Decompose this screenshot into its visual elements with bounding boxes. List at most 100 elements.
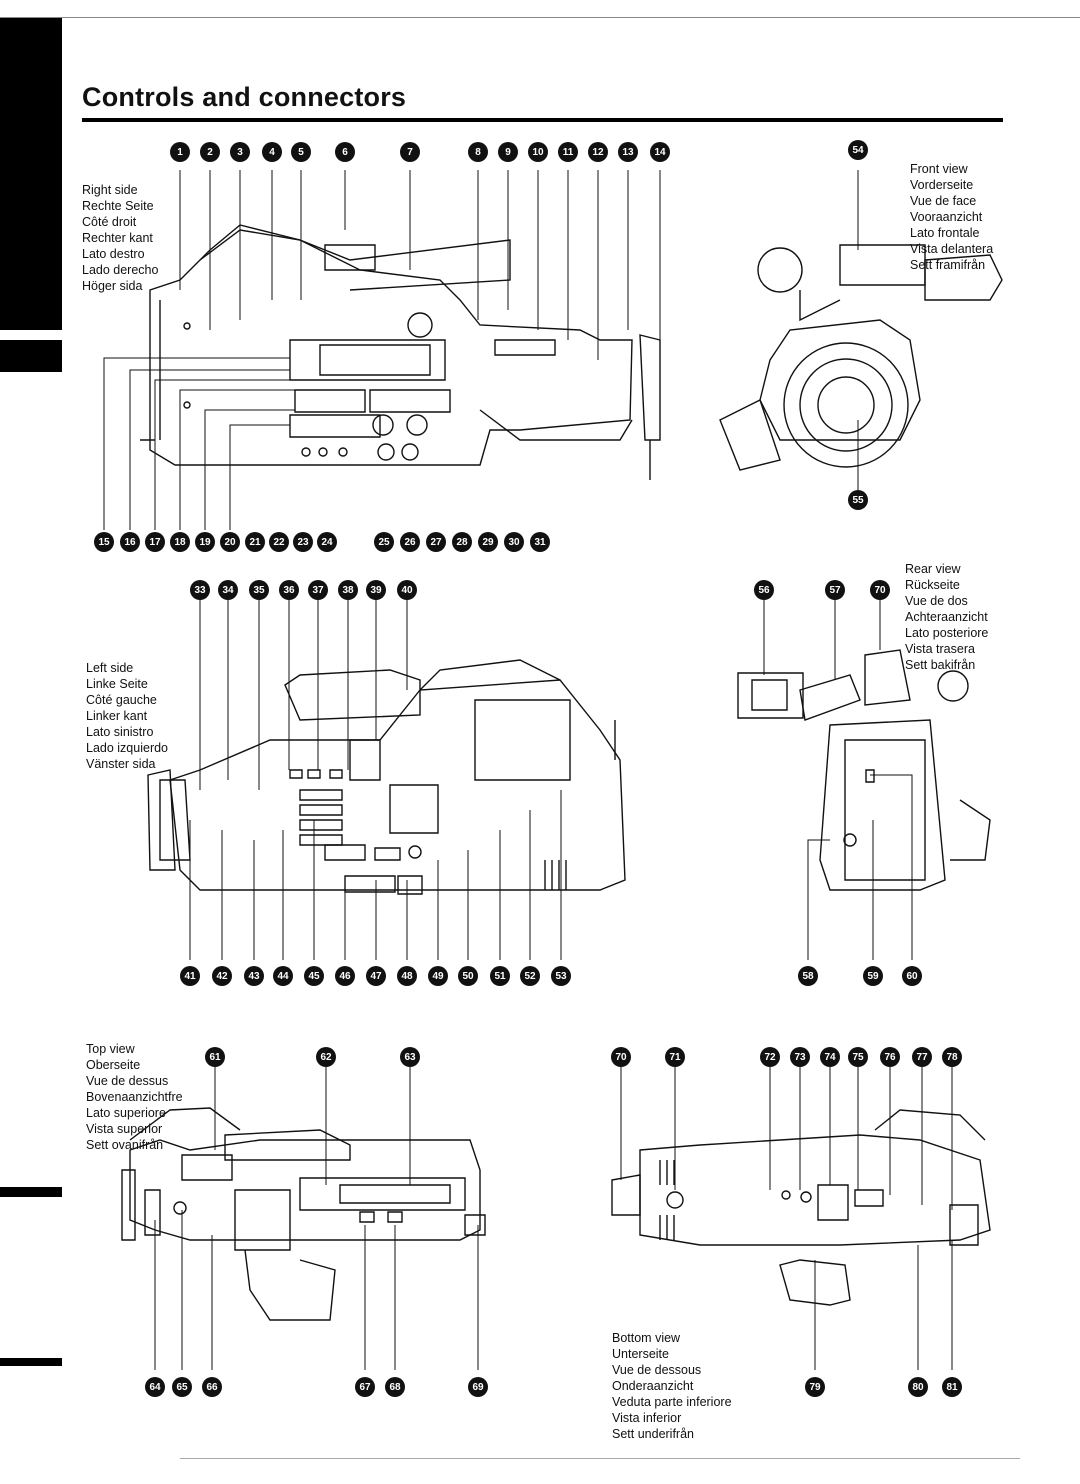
page-title: Controls and connectors [82, 82, 407, 112]
bottom-view-drawing [612, 1110, 990, 1305]
callout: 39 [366, 580, 386, 600]
callout: 47 [366, 966, 386, 986]
callout: 24 [317, 532, 337, 552]
callout: 73 [790, 1047, 810, 1067]
callout: 70 [611, 1047, 631, 1067]
callout: 45 [304, 966, 324, 986]
callout: 44 [273, 966, 293, 986]
leader-lines [104, 170, 952, 1370]
callout: 81 [942, 1377, 962, 1397]
callout: 40 [397, 580, 417, 600]
callout: 54 [848, 140, 868, 160]
callout: 60 [902, 966, 922, 986]
callout: 41 [180, 966, 200, 986]
callout: 48 [397, 966, 417, 986]
title-rule [82, 118, 1003, 122]
right-side-drawing [140, 225, 660, 480]
callout: 31 [530, 532, 550, 552]
callout: 75 [848, 1047, 868, 1067]
callout: 14 [650, 142, 670, 162]
callout: 50 [458, 966, 478, 986]
callout: 77 [912, 1047, 932, 1067]
callout: 20 [220, 532, 240, 552]
callout: 67 [355, 1377, 375, 1397]
callout: 27 [426, 532, 446, 552]
callout: 28 [452, 532, 472, 552]
callout: 6 [335, 142, 355, 162]
callout: 66 [202, 1377, 222, 1397]
callout: 56 [754, 580, 774, 600]
callout: 9 [498, 142, 518, 162]
callout: 70 [870, 580, 890, 600]
rear-view-drawing [738, 650, 990, 890]
callout: 61 [205, 1047, 225, 1067]
left-edge-mark [0, 340, 62, 372]
callout: 13 [618, 142, 638, 162]
callout: 15 [94, 532, 114, 552]
callout: 11 [558, 142, 578, 162]
callout: 8 [468, 142, 488, 162]
callout: 65 [172, 1377, 192, 1397]
callout: 62 [316, 1047, 336, 1067]
left-edge-bar [0, 18, 62, 330]
callout: 7 [400, 142, 420, 162]
callout: 34 [218, 580, 238, 600]
left-edge-mark-3 [0, 1358, 62, 1366]
callout: 76 [880, 1047, 900, 1067]
bottom-scan-line [180, 1458, 1020, 1459]
callout: 3 [230, 142, 250, 162]
callout: 53 [551, 966, 571, 986]
callout: 69 [468, 1377, 488, 1397]
callout: 79 [805, 1377, 825, 1397]
callout: 33 [190, 580, 210, 600]
callout: 30 [504, 532, 524, 552]
callout: 58 [798, 966, 818, 986]
callout: 72 [760, 1047, 780, 1067]
callout: 49 [428, 966, 448, 986]
callout: 5 [291, 142, 311, 162]
callout: 78 [942, 1047, 962, 1067]
callout: 36 [279, 580, 299, 600]
top-view-drawing [122, 1108, 485, 1320]
callout: 57 [825, 580, 845, 600]
callout: 64 [145, 1377, 165, 1397]
callout: 35 [249, 580, 269, 600]
callout: 52 [520, 966, 540, 986]
callout: 1 [170, 142, 190, 162]
callout: 22 [269, 532, 289, 552]
callout: 23 [293, 532, 313, 552]
left-edge-mark-2 [0, 1187, 62, 1197]
callout: 29 [478, 532, 498, 552]
callout: 18 [170, 532, 190, 552]
callout: 55 [848, 490, 868, 510]
callout: 51 [490, 966, 510, 986]
left-side-drawing [148, 660, 625, 894]
callout: 80 [908, 1377, 928, 1397]
callout: 71 [665, 1047, 685, 1067]
callout: 17 [145, 532, 165, 552]
callout: 12 [588, 142, 608, 162]
top-scan-line [0, 17, 1080, 18]
callout: 19 [195, 532, 215, 552]
callout: 26 [400, 532, 420, 552]
callout: 4 [262, 142, 282, 162]
callout: 10 [528, 142, 548, 162]
callout: 59 [863, 966, 883, 986]
callout: 42 [212, 966, 232, 986]
callout: 74 [820, 1047, 840, 1067]
callout: 25 [374, 532, 394, 552]
callout: 43 [244, 966, 264, 986]
callout: 2 [200, 142, 220, 162]
front-view-drawing [720, 245, 1002, 470]
callout: 38 [338, 580, 358, 600]
callout: 16 [120, 532, 140, 552]
callout: 46 [335, 966, 355, 986]
callout: 37 [308, 580, 328, 600]
